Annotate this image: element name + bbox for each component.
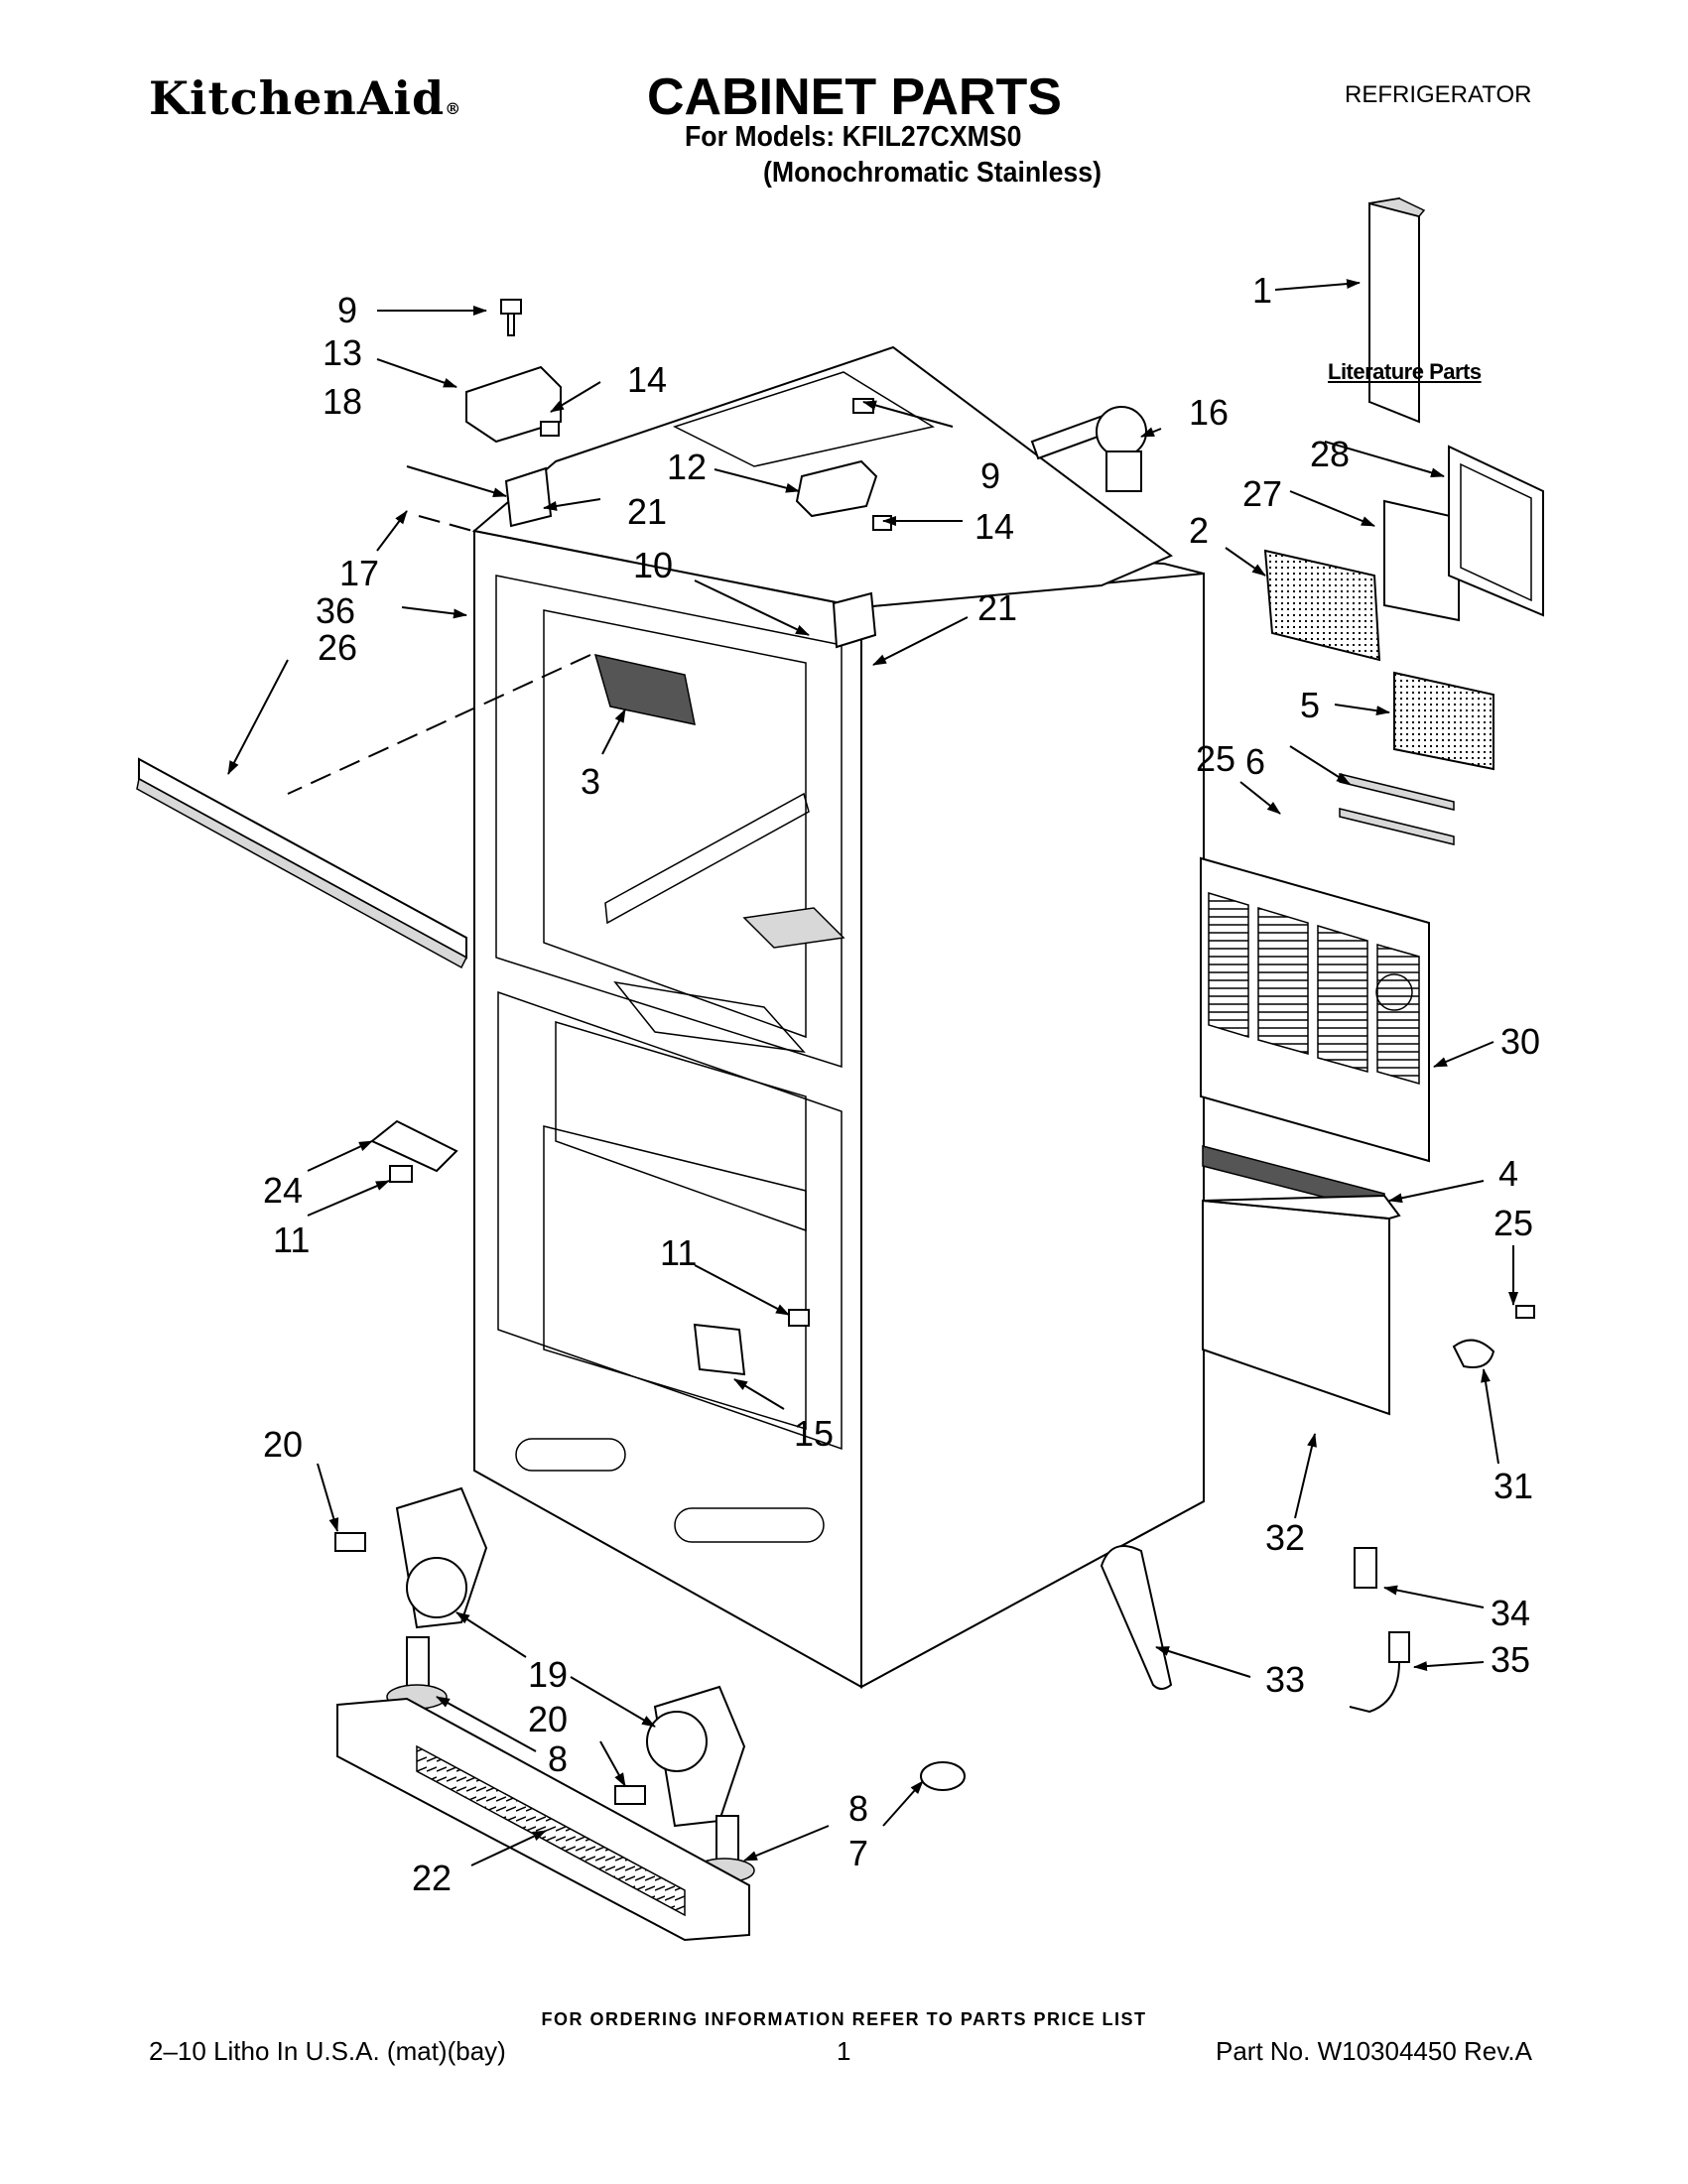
foot-cap-7 <box>920 1761 966 1791</box>
cover-27 <box>1383 499 1460 622</box>
clip-34 <box>1354 1547 1377 1589</box>
roller-assembly-right <box>614 1685 755 1883</box>
appliance-category: REFRIGERATOR <box>1345 81 1532 108</box>
refrigerator-cabinet <box>287 345 1205 1689</box>
callout-36: 36 <box>316 590 355 631</box>
grille-panel-30 <box>1200 856 1430 1163</box>
callout-35: 35 <box>1491 1639 1530 1680</box>
hinge-cover-13 <box>465 365 562 444</box>
callout-9-left: 9 <box>337 290 357 330</box>
callout-30: 30 <box>1500 1021 1540 1062</box>
control-board-5 <box>1393 671 1494 771</box>
callout-8-right: 8 <box>848 1788 868 1829</box>
callout-11-center: 11 <box>660 1232 697 1273</box>
air-diffuser-3 <box>593 653 696 725</box>
cover-frame-28 <box>1448 445 1544 617</box>
callout-25-top: 25 <box>1196 738 1235 779</box>
callout-11-left: 11 <box>273 1220 310 1260</box>
leader-arrows <box>227 279 1518 1866</box>
base-panel-32 <box>1202 1194 1401 1416</box>
callout-16: 16 <box>1189 392 1229 433</box>
callout-10: 10 <box>633 545 673 585</box>
callout-7: 7 <box>848 1833 868 1873</box>
thermistor-35 <box>1349 1631 1410 1714</box>
print-info: 2–10 Litho In U.S.A. (mat)(bay) <box>149 2036 506 2066</box>
callout-24: 24 <box>263 1170 303 1211</box>
bracket-15 <box>693 1323 746 1376</box>
callout-20-right: 20 <box>528 1699 568 1739</box>
toe-grille-22 <box>336 1697 750 1942</box>
screw-11 <box>788 1309 810 1327</box>
brand-logo: KitchenAid® <box>149 71 461 125</box>
callout-18: 18 <box>323 381 362 422</box>
callout-4: 4 <box>1498 1153 1518 1194</box>
page-number: 1 <box>837 2036 851 2066</box>
shelf-rail-26 <box>136 757 467 969</box>
models-line: For Models: KFIL27CXMS0 <box>685 121 1022 153</box>
callout-9-right: 9 <box>980 455 1000 496</box>
clamp-31 <box>1452 1305 1535 1368</box>
callout-28: 28 <box>1310 434 1350 474</box>
callout-22: 22 <box>412 1858 452 1898</box>
registered-mark: ® <box>445 99 462 118</box>
hinge-cover-12 <box>795 459 878 518</box>
part-number: Part No. W10304450 Rev.A <box>1216 2036 1532 2066</box>
callout-20-left: 20 <box>263 1424 303 1465</box>
callout-17: 17 <box>339 553 379 593</box>
ordering-notice: FOR ORDERING INFORMATION REFER TO PARTS … <box>541 2009 1147 2029</box>
callout-5: 5 <box>1300 685 1320 725</box>
callout-32: 32 <box>1265 1517 1305 1558</box>
callout-33: 33 <box>1265 1659 1305 1700</box>
callout-21-right: 21 <box>977 587 1017 628</box>
callout-19: 19 <box>528 1654 568 1695</box>
callout-1: 1 <box>1252 270 1272 311</box>
callout-25-right: 25 <box>1493 1203 1533 1243</box>
callout-27: 27 <box>1242 473 1282 514</box>
callout-26: 26 <box>318 627 357 668</box>
callout-2: 2 <box>1189 510 1209 551</box>
brand-name: KitchenAid <box>149 71 446 125</box>
callout-34: 34 <box>1491 1593 1530 1633</box>
callout-14-left: 14 <box>627 359 667 400</box>
callout-14-right: 14 <box>974 506 1014 547</box>
callout-3: 3 <box>581 761 600 802</box>
literature-parts-booklet <box>1368 196 1426 424</box>
hinge-brackets-21 <box>504 466 877 649</box>
hinge-24 <box>370 1119 458 1183</box>
callout-8-left: 8 <box>548 1738 568 1779</box>
models-subtitle: (Monochromatic Stainless) <box>763 157 1102 189</box>
roller-assembly-left <box>334 1486 488 1710</box>
callout-labels: 1 2 3 4 5 6 7 8 8 9 9 10 11 11 12 13 14 … <box>263 270 1540 1898</box>
callout-31: 31 <box>1493 1466 1533 1506</box>
callout-15: 15 <box>794 1413 834 1454</box>
gasket-strips-6 <box>1339 773 1455 845</box>
control-board-2 <box>1263 549 1381 662</box>
callout-6: 6 <box>1245 741 1265 782</box>
page-title: CABINET PARTS <box>647 68 1062 126</box>
literature-parts-label: Literature Parts <box>1328 359 1482 384</box>
callout-13: 13 <box>323 332 362 373</box>
wrench-33 <box>1100 1545 1173 1690</box>
callout-21-left: 21 <box>627 491 667 532</box>
callout-12: 12 <box>667 447 707 487</box>
